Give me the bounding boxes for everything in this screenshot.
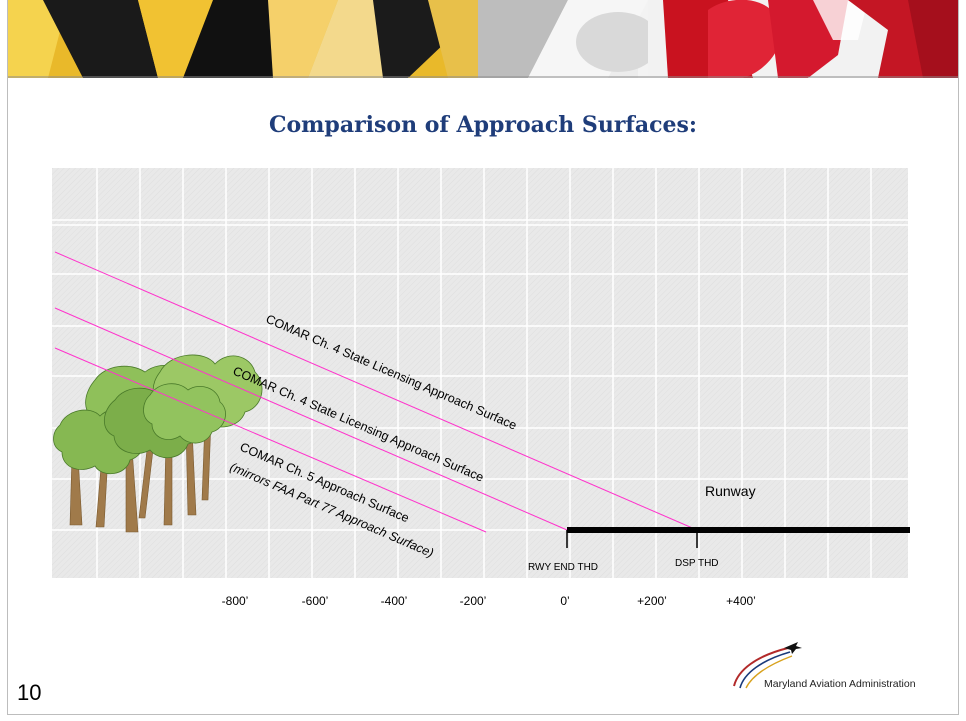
- surface-line-part77: [54, 347, 487, 533]
- runway: [566, 527, 910, 548]
- slide-number: 10: [17, 680, 42, 705]
- trees-icon: [53, 354, 263, 533]
- airplane-swoosh-icon: [733, 642, 802, 689]
- tick-label-minus-600: -600’: [302, 594, 329, 608]
- runway-label: Runway: [705, 483, 756, 499]
- threshold-label-rwy-end: RWY END THD: [528, 562, 598, 573]
- tick-label-minus-400: -400’: [381, 594, 408, 608]
- slide-frame: [7, 0, 959, 715]
- tick-label-0: 0’: [560, 594, 569, 608]
- tick-label-minus-200: -200’: [460, 594, 487, 608]
- logo-text: Maryland Aviation Administration: [764, 678, 916, 690]
- tick-label-minus-800: -800’: [222, 594, 249, 608]
- surface-line-dsp-thd: [54, 251, 698, 531]
- tick-label-plus-200: +200’: [637, 594, 667, 608]
- maa-logo: Maryland Aviation Administration: [726, 640, 940, 700]
- surface-line-rwy-end: [54, 307, 568, 531]
- x-axis-tick-labels: -800’ -600’ -400’ -200’ 0’ +200’ +400’: [222, 594, 756, 608]
- threshold-label-dsp: DSP THD: [675, 558, 719, 569]
- maryland-flag-banner: [8, 0, 958, 78]
- tick-label-plus-400: +400’: [726, 594, 756, 608]
- approach-surface-lines: [54, 251, 698, 533]
- slide-title: Comparison of Approach Surfaces:: [268, 112, 698, 138]
